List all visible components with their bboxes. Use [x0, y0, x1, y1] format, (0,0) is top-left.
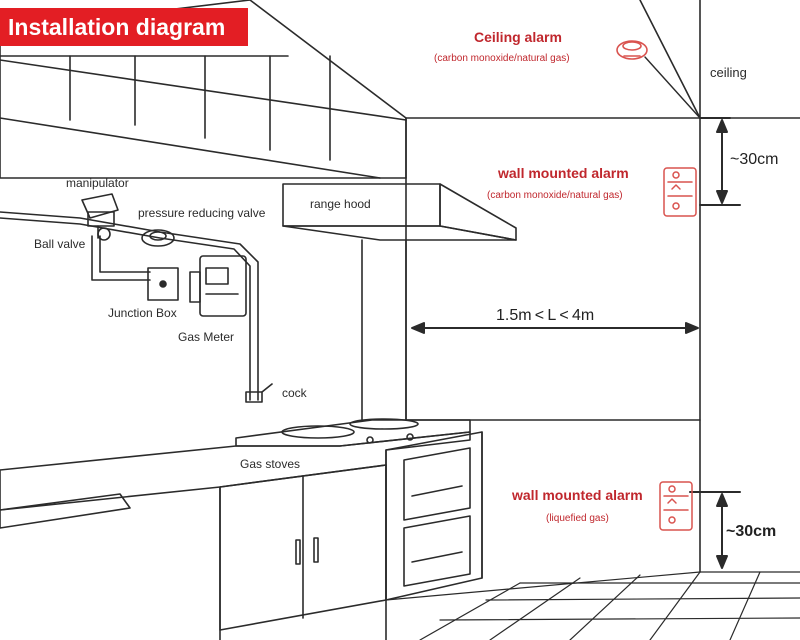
- floor-tiles: [385, 571, 800, 640]
- page-title: Installation diagram: [0, 8, 248, 46]
- gas-pipe: [0, 211, 259, 401]
- wall-alarm-top-label: wall mounted alarm: [498, 165, 629, 181]
- upper-cabinets: [0, 0, 407, 179]
- ceiling-alarm-label: Ceiling alarm: [474, 29, 562, 45]
- wall-alarm-icon: [659, 481, 693, 531]
- distance-range-label: 1.5m < L < 4m: [496, 307, 595, 324]
- wall-alarm-icon: [663, 167, 697, 217]
- top-distance-label: ~30cm: [730, 151, 779, 168]
- pressure-valve-icon: [141, 229, 175, 247]
- wall-alarm-bottom-sublabel: (liquefied gas): [546, 513, 609, 524]
- distance-dimension: [411, 322, 699, 334]
- ball-valve-label: Ball valve: [34, 237, 86, 251]
- cock-label: cock: [282, 386, 307, 400]
- valve-icon: [81, 193, 119, 241]
- base-cabinets: [0, 431, 483, 640]
- manipulator-label: manipulator: [66, 176, 129, 190]
- gas-stoves-label: Gas stoves: [240, 457, 301, 471]
- bottom-distance-dimension: [689, 491, 741, 569]
- top-distance-dimension: [699, 117, 741, 206]
- junction-box-icon: [147, 267, 179, 301]
- walls: [405, 117, 701, 573]
- range-hood: [282, 183, 517, 421]
- bottom-distance-label: ~30cm: [726, 523, 777, 540]
- junction-box-label: Junction Box: [108, 306, 177, 320]
- cock-icon: [245, 383, 273, 403]
- gas-stove: [235, 418, 471, 447]
- pressure-valve-label: pressure reducing valve: [138, 206, 266, 220]
- wall-alarm-bottom-label: wall mounted alarm: [512, 487, 643, 503]
- ceiling-alarm-sublabel: (carbon monoxide/natural gas): [434, 53, 570, 64]
- wall-alarm-top-sublabel: (carbon monoxide/natural gas): [487, 190, 623, 201]
- ceiling-label: ceiling: [710, 65, 747, 80]
- ceiling-alarm-icon: [616, 40, 648, 60]
- gas-meter-label: Gas Meter: [178, 330, 235, 344]
- range-hood-label: range hood: [310, 197, 371, 211]
- gas-meter-icon: [189, 255, 247, 317]
